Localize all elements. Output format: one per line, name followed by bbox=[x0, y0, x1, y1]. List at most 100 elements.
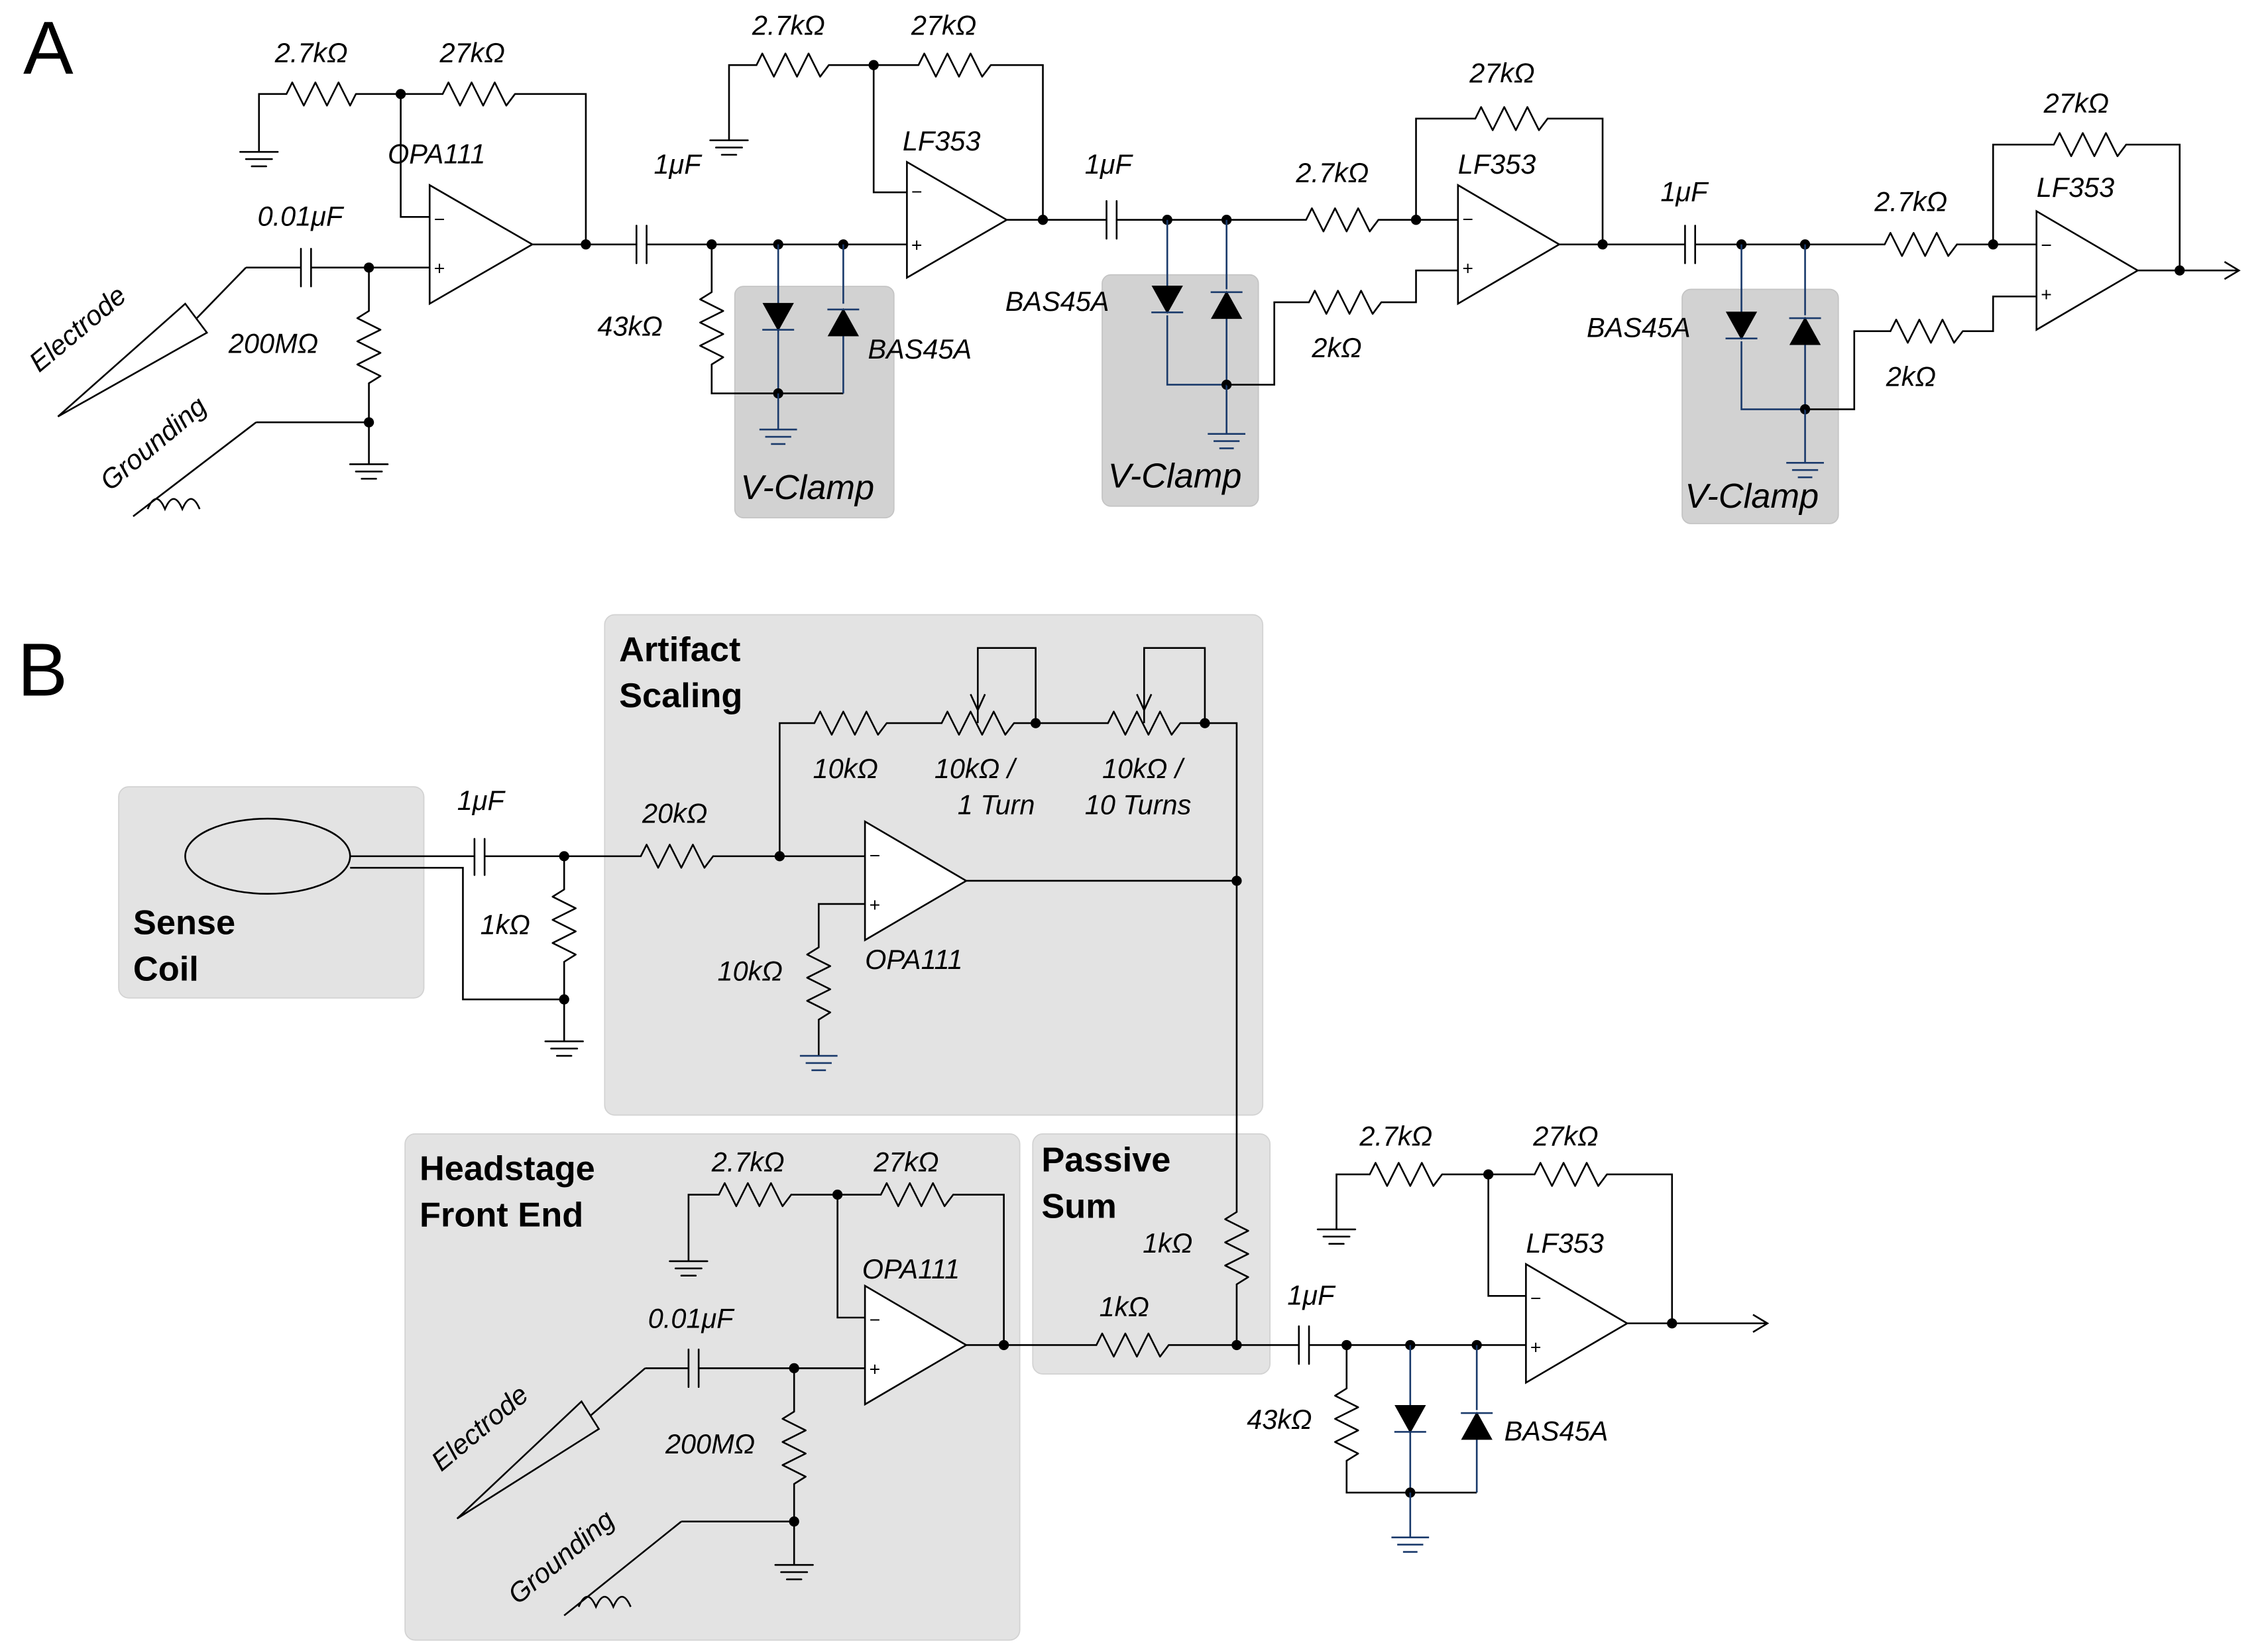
resistor-43k bbox=[699, 291, 724, 366]
label-diode: BAS45A bbox=[1005, 286, 1109, 317]
label-sense-2: Coil bbox=[133, 950, 199, 989]
label-r-fb: 27kΩ bbox=[911, 9, 976, 40]
label-artifact-2: Scaling bbox=[619, 677, 742, 715]
svg-text:+: + bbox=[1462, 258, 1473, 280]
svg-text:+: + bbox=[2041, 284, 2052, 306]
label-grounding: Grounding bbox=[94, 390, 213, 496]
electrode-probe bbox=[57, 302, 209, 418]
resistor-27k bbox=[441, 82, 516, 107]
resistor-2k bbox=[1308, 290, 1383, 315]
label-cap: 0.01μF bbox=[648, 1302, 735, 1333]
v-clamp-block-3 bbox=[1681, 288, 1839, 524]
resistor-20k bbox=[640, 844, 714, 869]
resistor-43k bbox=[1334, 1387, 1359, 1462]
svg-text:−: − bbox=[1530, 1288, 1542, 1309]
label-cap: 1μF bbox=[1287, 1279, 1336, 1310]
label-cap: 0.01μF bbox=[258, 200, 345, 231]
pot-1-turn bbox=[940, 710, 1015, 736]
label-headstage-1: Headstage bbox=[420, 1150, 595, 1188]
label-pot2-a: 10kΩ / bbox=[1102, 753, 1186, 784]
label-r-in: 200MΩ bbox=[665, 1428, 755, 1459]
label-r-gnd: 2.7kΩ bbox=[711, 1147, 785, 1178]
label-pot1-b: 1 Turn bbox=[958, 789, 1035, 821]
label-r-pos: 2kΩ bbox=[1311, 332, 1361, 363]
label-clamp: V-Clamp bbox=[1685, 477, 1819, 516]
label-diode: BAS45A bbox=[1504, 1415, 1609, 1446]
resistor-2k bbox=[1889, 318, 1964, 344]
label-r-vert: 1kΩ bbox=[1143, 1227, 1192, 1259]
output-stage-lf353: − + 1μF 43kΩ BAS45A 2.7kΩ 27kΩ LF353 bbox=[1247, 1120, 1770, 1553]
label-cap: 1μF bbox=[654, 148, 703, 180]
label-r-fb: 27kΩ bbox=[1469, 57, 1534, 88]
stage-2-lf353: −+ 1μF 43kΩ BAS45A V-Clamp 2.7kΩ 27kΩ LF… bbox=[597, 9, 1107, 507]
label-r-gnd: 2.7kΩ bbox=[274, 37, 348, 68]
label-r-pos: 2kΩ bbox=[1886, 361, 1936, 392]
label-pot1-a: 10kΩ / bbox=[935, 753, 1018, 784]
grounding-coil bbox=[563, 1520, 682, 1616]
label-opamp: LF353 bbox=[1458, 148, 1536, 180]
label-r-horiz: 1kΩ bbox=[1100, 1291, 1149, 1322]
resistor-2-7k bbox=[1884, 232, 1958, 257]
sense-coil: Sense Coil 1μF 1kΩ bbox=[133, 785, 641, 1057]
svg-text:+: + bbox=[870, 1359, 881, 1380]
passive-sum-block bbox=[1032, 1133, 1271, 1375]
label-artifact-1: Artifact bbox=[619, 630, 740, 669]
label-opamp: LF353 bbox=[1526, 1227, 1604, 1259]
pot-10-turns bbox=[1107, 710, 1182, 736]
stage-1-opa111: −+ 2.7kΩ 27kΩ OPA111 0.01μF 200MΩ Electr… bbox=[23, 37, 637, 518]
label-r-fb: 27kΩ bbox=[873, 1147, 938, 1178]
panel-a-label: A bbox=[23, 6, 74, 90]
svg-text:+: + bbox=[911, 235, 923, 256]
panel-b-label: B bbox=[17, 628, 68, 712]
label-diode: BAS45A bbox=[868, 333, 972, 365]
svg-text:−: − bbox=[870, 846, 881, 867]
resistor-2-7k bbox=[1305, 207, 1380, 233]
opamp-symbol bbox=[428, 184, 534, 306]
label-sense-1: Sense bbox=[133, 904, 235, 942]
resistor-200m bbox=[356, 310, 382, 384]
label-opamp: LF353 bbox=[903, 125, 981, 156]
label-passive-1: Passive bbox=[1041, 1141, 1170, 1180]
label-r-in: 43kΩ bbox=[1247, 1404, 1312, 1435]
label-cap: 1μF bbox=[1660, 176, 1709, 207]
label-r-in: 200MΩ bbox=[228, 327, 318, 359]
label-r-in: 2.7kΩ bbox=[1295, 157, 1369, 188]
label-r-fb: 27kΩ bbox=[1532, 1120, 1598, 1151]
passive-sum: Passive Sum 1kΩ 1kΩ bbox=[1041, 1141, 1299, 1358]
resistor-1k-vertical bbox=[1224, 1211, 1249, 1286]
label-opamp: LF353 bbox=[2037, 172, 2115, 203]
artifact-scaling: − + Artifact Scaling 20kΩ 10kΩ 10kΩ / 1 T… bbox=[619, 630, 1242, 1212]
label-coil-cap: 1μF bbox=[457, 785, 506, 816]
label-opamp: OPA111 bbox=[865, 944, 962, 975]
resistor-1k-horizontal bbox=[1095, 1332, 1170, 1358]
v-clamp-block-1 bbox=[734, 286, 895, 519]
label-passive-2: Sum bbox=[1041, 1187, 1116, 1225]
grounding-coil bbox=[133, 422, 257, 518]
headstage-front-end-block bbox=[404, 1133, 1021, 1641]
label-r-fb: 27kΩ bbox=[2043, 87, 2109, 119]
label-r-fb: 10kΩ bbox=[813, 753, 878, 784]
label-pot2-b: 10 Turns bbox=[1085, 789, 1192, 821]
label-opamp: OPA111 bbox=[862, 1253, 960, 1284]
label-headstage-2: Front End bbox=[420, 1196, 583, 1235]
svg-text:−: − bbox=[1462, 209, 1473, 230]
label-r-gnd: 2.7kΩ bbox=[1359, 1120, 1432, 1151]
label-r-gnd: 10kΩ bbox=[718, 956, 783, 987]
svg-text:+: + bbox=[1530, 1337, 1542, 1359]
label-r-fb: 27kΩ bbox=[439, 37, 505, 68]
label-coil-res: 1kΩ bbox=[481, 909, 530, 940]
label-electrode: Electrode bbox=[23, 279, 132, 378]
label-r-in: 20kΩ bbox=[642, 798, 707, 829]
resistor-1k bbox=[551, 888, 577, 963]
svg-text:−: − bbox=[911, 182, 923, 203]
svg-text:−: − bbox=[2041, 235, 2052, 256]
svg-text:+: + bbox=[870, 895, 881, 916]
stage-3-lf353: −+ 1μF BAS45A V-Clamp 2.7kΩ 27kΩ LF353 2… bbox=[1005, 57, 1685, 495]
label-r-gnd: 2.7kΩ bbox=[752, 9, 825, 40]
label-r-in: 2.7kΩ bbox=[1874, 186, 1947, 217]
label-diode: BAS45A bbox=[1587, 312, 1691, 343]
resistor-2-7k bbox=[285, 82, 357, 107]
svg-text:+: + bbox=[434, 258, 445, 280]
svg-text:−: − bbox=[434, 209, 445, 230]
